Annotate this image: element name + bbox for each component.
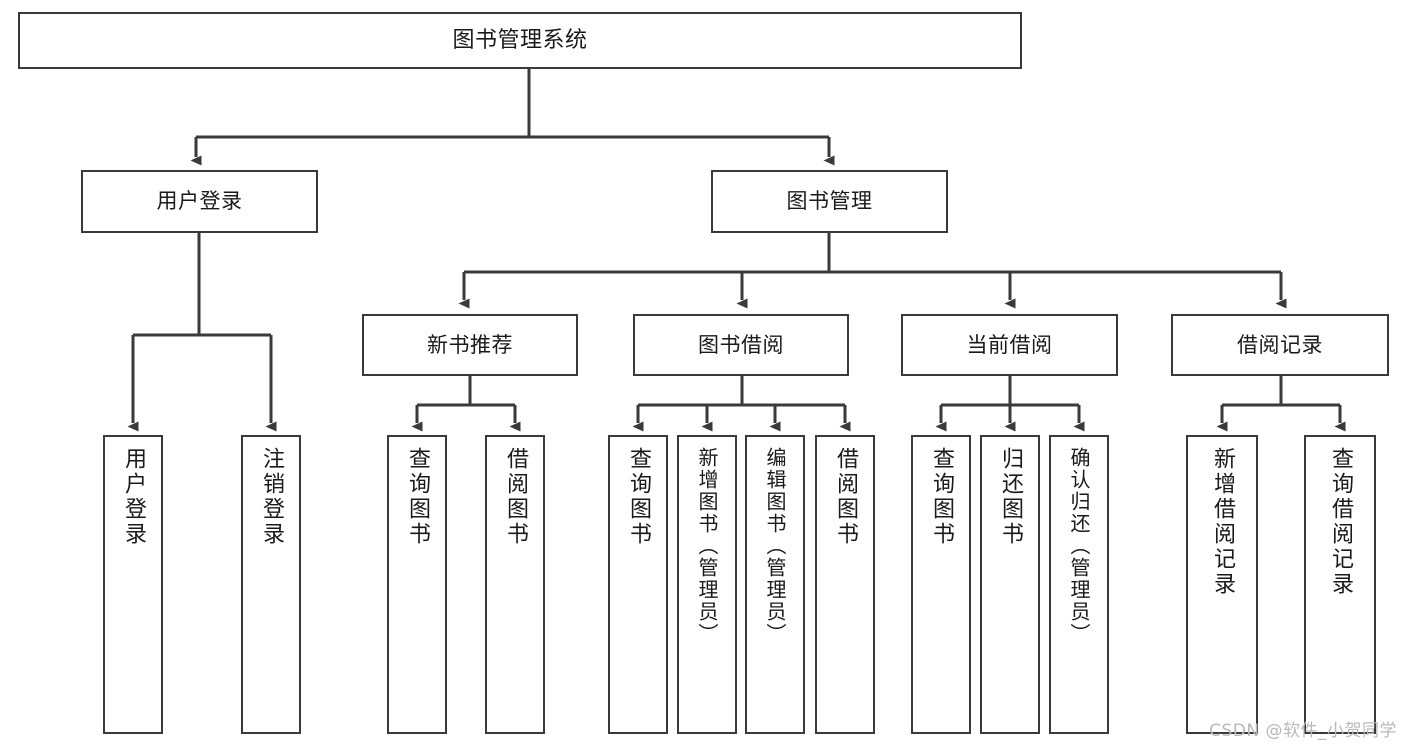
leaf-borrow-book-new[interactable]: 借阅图书: [485, 435, 545, 734]
leaf-confirm-return-admin[interactable]: 确认归还（管理员）: [1049, 435, 1109, 734]
leaf-query-book-new[interactable]: 查询图书: [387, 435, 447, 734]
node-label: 查询图书: [929, 447, 954, 547]
leaf-query-book-borrow[interactable]: 查询图书: [608, 435, 668, 734]
leaf-add-borrow-record[interactable]: 新增借阅记录: [1186, 435, 1258, 734]
node-current-borrow[interactable]: 当前借阅: [901, 314, 1118, 376]
leaf-logout-login[interactable]: 注销登录: [241, 435, 301, 734]
leaf-edit-book-admin[interactable]: 编辑图书（管理员）: [745, 435, 805, 734]
node-label: 确认归还（管理员）: [1067, 447, 1091, 645]
node-label: 借阅图书: [503, 447, 528, 547]
node-label: 图书管理: [786, 189, 873, 214]
leaf-query-borrow-record[interactable]: 查询借阅记录: [1304, 435, 1376, 734]
node-label: 用户登录: [156, 189, 243, 214]
node-label: 归还图书: [998, 447, 1023, 547]
node-label: 借阅图书: [833, 447, 858, 547]
node-user-login[interactable]: 用户登录: [81, 170, 318, 233]
node-label: 编辑图书（管理员）: [763, 447, 787, 645]
node-book-borrow[interactable]: 图书借阅: [633, 314, 849, 376]
node-borrow-record[interactable]: 借阅记录: [1171, 314, 1389, 376]
node-label: 新增借阅记录: [1210, 447, 1235, 597]
node-label: 查询图书: [405, 447, 430, 547]
node-label: 借阅记录: [1237, 332, 1323, 357]
node-label: 新增图书（管理员）: [695, 447, 719, 645]
node-label: 用户登录: [121, 447, 146, 547]
node-label: 新书推荐: [427, 332, 513, 357]
node-book-management-system[interactable]: 图书管理系统: [18, 12, 1022, 69]
node-label: 注销登录: [259, 447, 284, 547]
node-label: 图书管理系统: [452, 27, 588, 53]
leaf-user-login[interactable]: 用户登录: [103, 435, 163, 734]
csdn-watermark: CSDN @软件_小贺同学: [1209, 721, 1397, 741]
node-label: 当前借阅: [966, 332, 1053, 357]
node-new-book-recommend[interactable]: 新书推荐: [362, 314, 578, 376]
node-label: 查询图书: [626, 447, 651, 547]
node-book-management[interactable]: 图书管理: [711, 170, 948, 233]
leaf-query-book-current[interactable]: 查询图书: [911, 435, 971, 734]
node-label: 图书借阅: [698, 332, 784, 357]
leaf-return-book[interactable]: 归还图书: [980, 435, 1040, 734]
leaf-borrow-book[interactable]: 借阅图书: [815, 435, 875, 734]
leaf-add-book-admin[interactable]: 新增图书（管理员）: [677, 435, 737, 734]
node-label: 查询借阅记录: [1328, 447, 1353, 597]
